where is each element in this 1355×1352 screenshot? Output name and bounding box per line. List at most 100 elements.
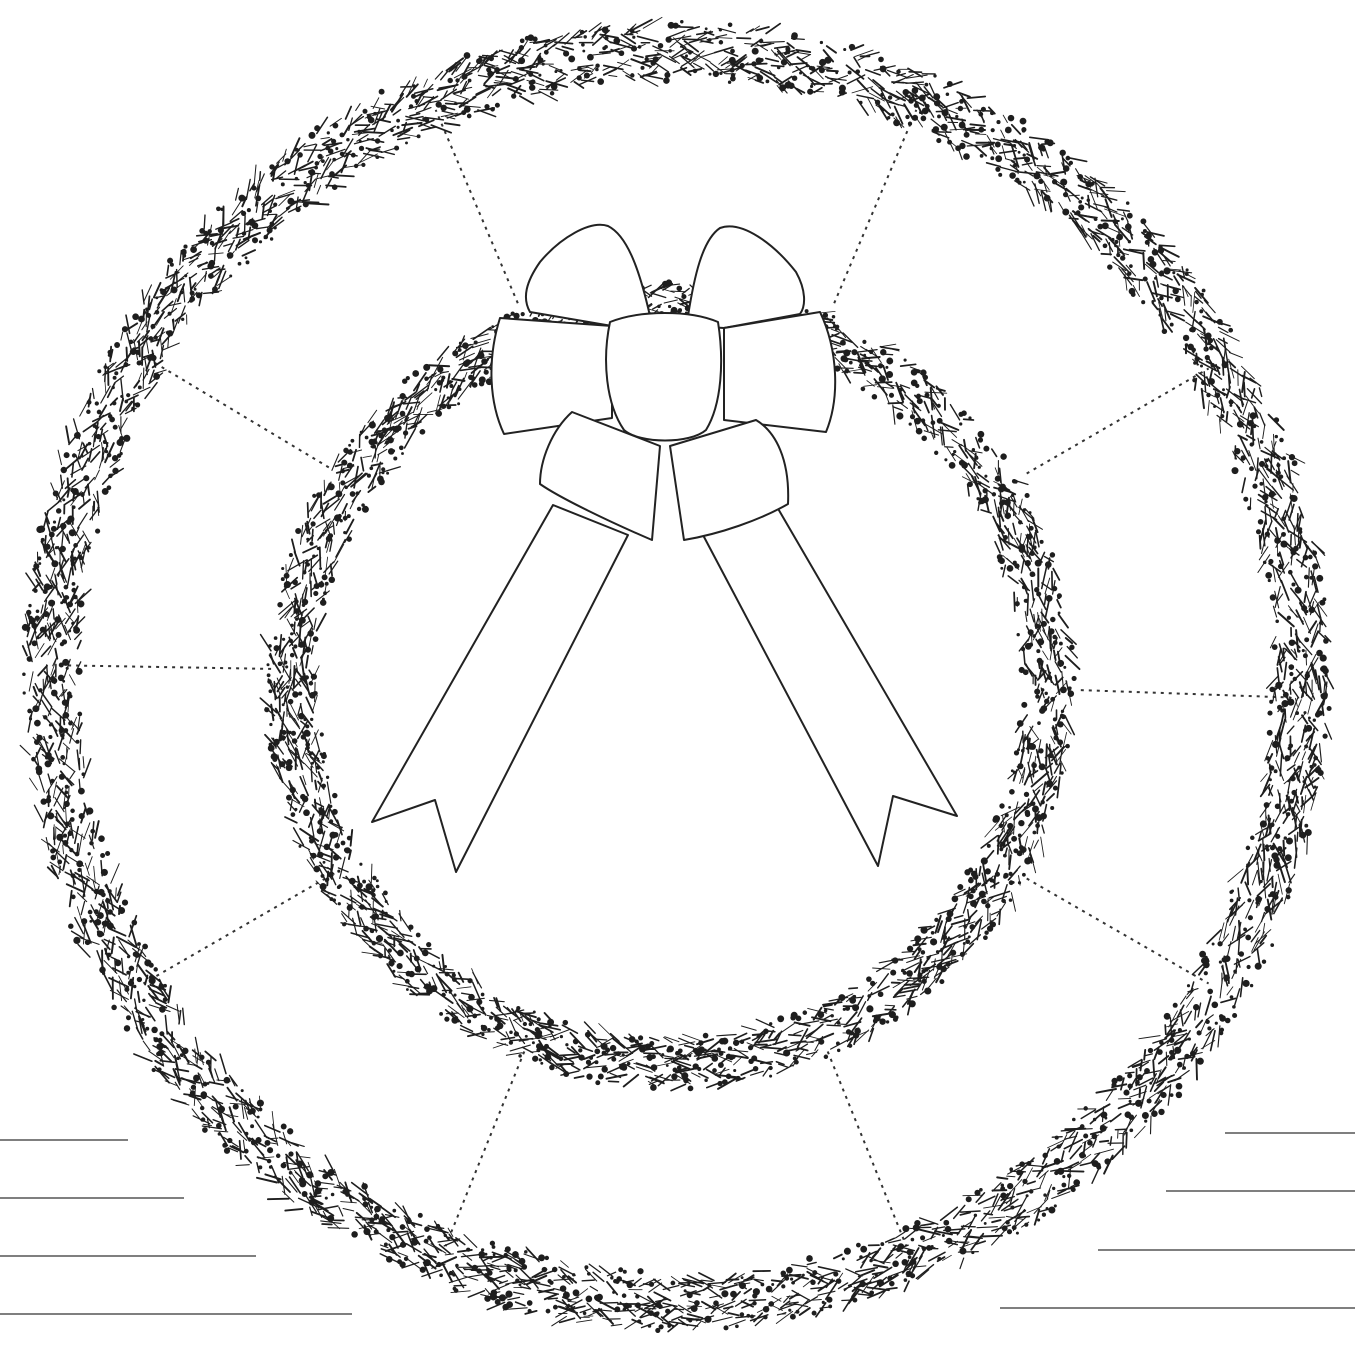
berry-dot xyxy=(1230,899,1234,903)
pine-needle xyxy=(260,172,261,181)
berry-dot xyxy=(875,1273,878,1276)
berry-dot xyxy=(729,57,736,64)
berry-dot xyxy=(424,118,429,123)
berry-dot xyxy=(981,107,986,112)
berry-dot xyxy=(824,57,831,64)
berry-dot xyxy=(1250,442,1254,446)
berry-dot xyxy=(719,72,722,75)
berry-dot xyxy=(103,440,107,444)
berry-dot xyxy=(1007,1183,1013,1189)
berry-dot xyxy=(269,164,274,169)
berry-dot xyxy=(447,78,452,83)
berry-dot xyxy=(1272,478,1276,482)
berry-dot xyxy=(1317,710,1323,716)
berry-dot xyxy=(519,1258,526,1265)
berry-dot xyxy=(33,568,36,571)
berry-dot xyxy=(655,1302,661,1308)
pine-needle xyxy=(1187,997,1194,1007)
pine-needle xyxy=(80,740,81,754)
berry-dot xyxy=(1007,1229,1012,1234)
pine-needle xyxy=(120,399,123,411)
berry-dot xyxy=(425,1260,431,1266)
pine-needle xyxy=(557,1064,574,1065)
berry-dot xyxy=(615,1306,621,1312)
pine-needle xyxy=(1028,752,1031,764)
berry-dot xyxy=(1275,803,1281,809)
berry-dot xyxy=(912,87,919,94)
berry-dot xyxy=(730,1291,737,1298)
berry-dot xyxy=(181,318,184,321)
berry-dot xyxy=(1304,744,1308,748)
berry-dot xyxy=(1205,355,1210,360)
pine-needle xyxy=(363,456,372,458)
pine-needle xyxy=(952,440,962,446)
berry-dot xyxy=(461,110,466,115)
berry-dot xyxy=(354,164,358,168)
berry-dot xyxy=(668,49,671,52)
pine-needle xyxy=(1104,1156,1113,1174)
berry-dot xyxy=(1295,711,1299,715)
berry-dot xyxy=(1094,217,1098,221)
berry-dot xyxy=(1250,412,1257,419)
berry-dot xyxy=(153,967,157,971)
berry-dot xyxy=(947,140,952,145)
berry-dot xyxy=(61,467,67,473)
pine-needle xyxy=(1001,130,1005,138)
berry-dot xyxy=(99,967,106,974)
pine-needle xyxy=(1261,774,1268,782)
pine-needle xyxy=(789,1035,801,1036)
berry-dot xyxy=(113,376,117,380)
berry-dot xyxy=(1208,338,1213,343)
pine-needle xyxy=(67,884,85,892)
berry-dot xyxy=(1095,1162,1101,1168)
berry-dot xyxy=(1314,785,1317,788)
berry-dot xyxy=(984,1222,987,1225)
pine-needle xyxy=(896,1253,902,1258)
pine-needle xyxy=(203,1124,211,1125)
pine-needle xyxy=(346,520,353,534)
berry-dot xyxy=(991,128,995,132)
pine-needle xyxy=(147,296,149,316)
berry-dot xyxy=(314,125,320,131)
pine-needle xyxy=(333,175,354,176)
pine-needle xyxy=(577,1320,592,1322)
berry-dot xyxy=(1291,790,1297,796)
berry-dot xyxy=(665,1309,670,1314)
berry-dot xyxy=(966,1196,972,1202)
pine-needle xyxy=(143,1041,150,1050)
pine-needle xyxy=(55,798,64,812)
berry-dot xyxy=(154,336,158,340)
berry-dot xyxy=(1289,672,1293,676)
berry-dot xyxy=(638,1320,642,1324)
pine-needle xyxy=(500,50,517,55)
berry-dot xyxy=(514,1268,518,1272)
berry-dot xyxy=(859,101,863,105)
berry-dot xyxy=(974,1190,980,1196)
berry-dot xyxy=(218,1106,225,1113)
berry-dot xyxy=(1170,1093,1174,1097)
berry-dot xyxy=(29,717,32,720)
berry-dot xyxy=(1264,500,1267,503)
pine-needle xyxy=(671,291,686,292)
berry-dot xyxy=(990,156,994,160)
berry-dot xyxy=(1029,1189,1033,1193)
berry-dot xyxy=(632,36,635,39)
pine-needle xyxy=(864,385,877,387)
berry-dot xyxy=(1184,1054,1189,1059)
pine-needle xyxy=(999,507,1001,526)
berry-dot xyxy=(489,1256,493,1260)
berry-dot xyxy=(124,400,128,404)
berry-dot xyxy=(51,690,58,697)
berry-dot xyxy=(60,601,63,604)
berry-dot xyxy=(131,920,137,926)
berry-dot xyxy=(1060,150,1066,156)
berry-dot xyxy=(1253,425,1256,428)
pine-needle xyxy=(932,1227,944,1229)
berry-dot xyxy=(83,475,89,481)
berry-dot xyxy=(394,146,399,151)
berry-dot xyxy=(67,692,72,697)
pine-needle xyxy=(590,1286,597,1290)
berry-dot xyxy=(45,752,52,759)
pine-needle xyxy=(808,1008,827,1013)
